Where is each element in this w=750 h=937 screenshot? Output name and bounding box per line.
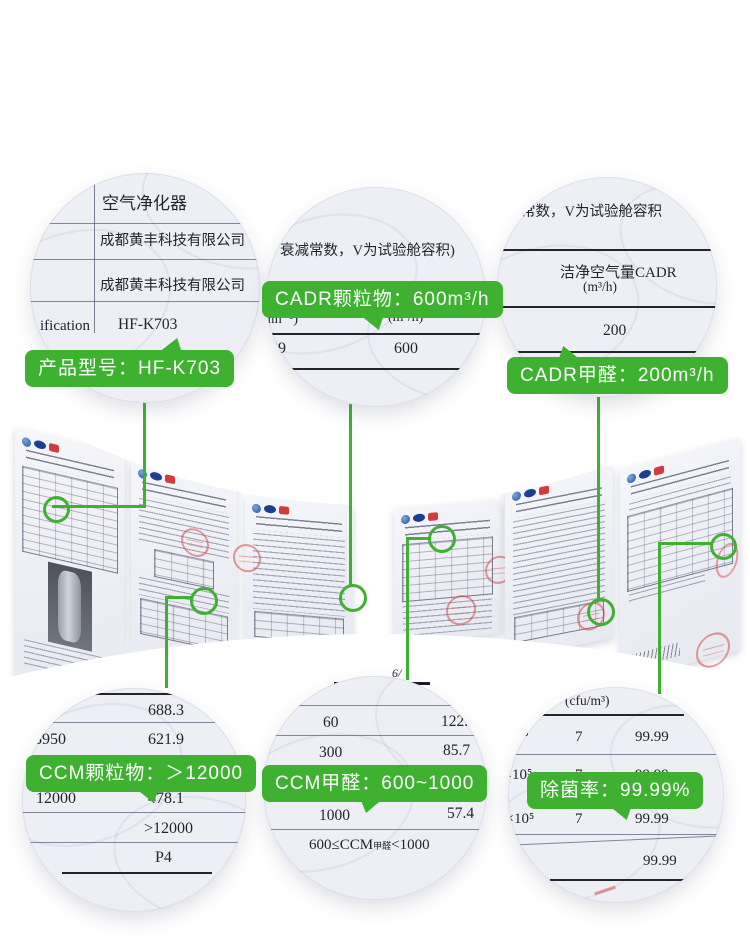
connector-cadrh-v [597,397,600,600]
ccmh-r4a: 1000 [319,807,350,824]
connector-cadrp-v [349,404,352,586]
callout-product-model: 产品型号：HF-K703 [25,350,235,387]
callout-cadr-hcho: CADR甲醛：200m³/h [507,357,728,394]
ccm-r3-left: 12000 [36,790,76,807]
ccm-r5-value: P4 [155,849,172,866]
highlight-ring-cadrp [339,584,367,612]
connector-model-h [52,505,146,508]
doc-cadr-particle-value: 600 [394,340,418,357]
ster-r2a: 0×10⁵ [508,767,533,783]
ster-r3a: 7×10⁵ [508,811,535,827]
doc4-handwriting-fragment: 6/ [392,666,402,680]
connector-ccmh-v [406,537,409,680]
cnas-logo-icon [524,487,536,499]
doc-cadr-header: 洁净空气量CADR [560,265,677,281]
connector-ccmh-h [406,537,431,540]
callout-ccm-particle: CCM颗粒物：＞12000 [26,755,257,792]
ccmh-r2b: 122.4 [441,713,476,730]
ccmh-r4b: 57.4 [447,805,475,822]
connector-ster-h [658,542,712,545]
callout-sterilize: 除菌率：99.99% [527,772,704,809]
cma-logo-icon [49,442,59,454]
doc-detail [253,532,345,617]
cma-logo-icon [654,465,664,476]
report-document-4 [394,499,513,643]
ccmh-r2a: 60 [323,714,339,731]
ccm-r4-value: >12000 [144,820,194,837]
connector-ster-v [658,542,661,694]
doc-decay-note2: 常数，V为试验舱容积 [521,204,662,220]
doc-cadr-unit: (m³/h) [583,279,618,294]
highlight-ring-ster [710,533,737,560]
ster-r1c: 99.99 [635,729,669,745]
cnas-logo-icon [264,504,276,514]
doc-spec-label: ification [40,318,90,334]
cma-logo-icon [428,512,438,522]
cnas-logo-icon [34,439,46,451]
ilac-logo-icon [627,472,636,484]
doc-detail [22,465,118,574]
cnas-logo-icon [639,468,651,480]
highlight-ring-ccmh [428,525,456,553]
ilac-logo-icon [22,436,31,448]
ccm-r2-left: 3950 [34,731,66,748]
doc-model-value: HF-K703 [118,316,178,333]
doc-decay-value: 439 [266,340,286,357]
doc-detail [513,503,605,616]
ster-r1a: ×10⁵ [508,728,529,744]
ccm-r2-value: 621.9 [148,731,184,748]
ster-r3b: 7 [575,811,583,827]
ccmh-formula: 600≤CCM甲醛<1000 [309,837,430,853]
ster-r4: 99.99 [643,853,677,869]
ccmh-r1: 30 [285,681,301,698]
doc-product-name: 空气净化器 [102,194,187,213]
cnas-logo-icon [413,513,425,523]
ccmh-r3b: 85.7 [443,742,471,759]
ilac-logo-icon [252,503,261,513]
highlight-ring-ccmp [190,587,218,615]
ilac-logo-icon [512,490,521,502]
highlight-ring-cadrh [587,598,615,626]
cma-logo-icon [539,485,549,496]
connector-model-v [143,391,146,508]
connector-ccmp-h [165,596,193,599]
callout-cadr-particle: CADR颗粒物：600m³/h [262,281,503,318]
connector-ccmp-v [165,596,168,688]
ccm-r1-value: 688.3 [148,702,184,719]
doc-decay-note: 衰减常数，V为试验舱容积) [280,243,455,259]
ilac-logo-icon [401,514,410,524]
ster-r1b: 7 [575,729,583,745]
highlight-ring-model [43,496,70,523]
doc-company-1: 成都黄丰科技有限公司 [100,233,245,249]
ccmh-r3a: 300 [319,744,343,761]
doc-detail [48,561,92,652]
magnifier-ccm-particle: 688.3 3950 621.9 12000 478.1 >12000 P4 [22,688,246,912]
doc-company-2: 成都黄丰科技有限公司 [100,278,245,294]
cnas-logo-icon [150,471,162,482]
cma-logo-icon [279,505,289,515]
ster-unit-header: (cfu/m³) [565,693,610,708]
doc-cadr-hcho-value: 200 [603,322,627,339]
ccm-r3-value: 478.1 [148,790,184,807]
ster-r3c: 99.99 [635,811,669,827]
callout-ccm-hcho: CCM甲醛：600~1000 [262,765,488,802]
